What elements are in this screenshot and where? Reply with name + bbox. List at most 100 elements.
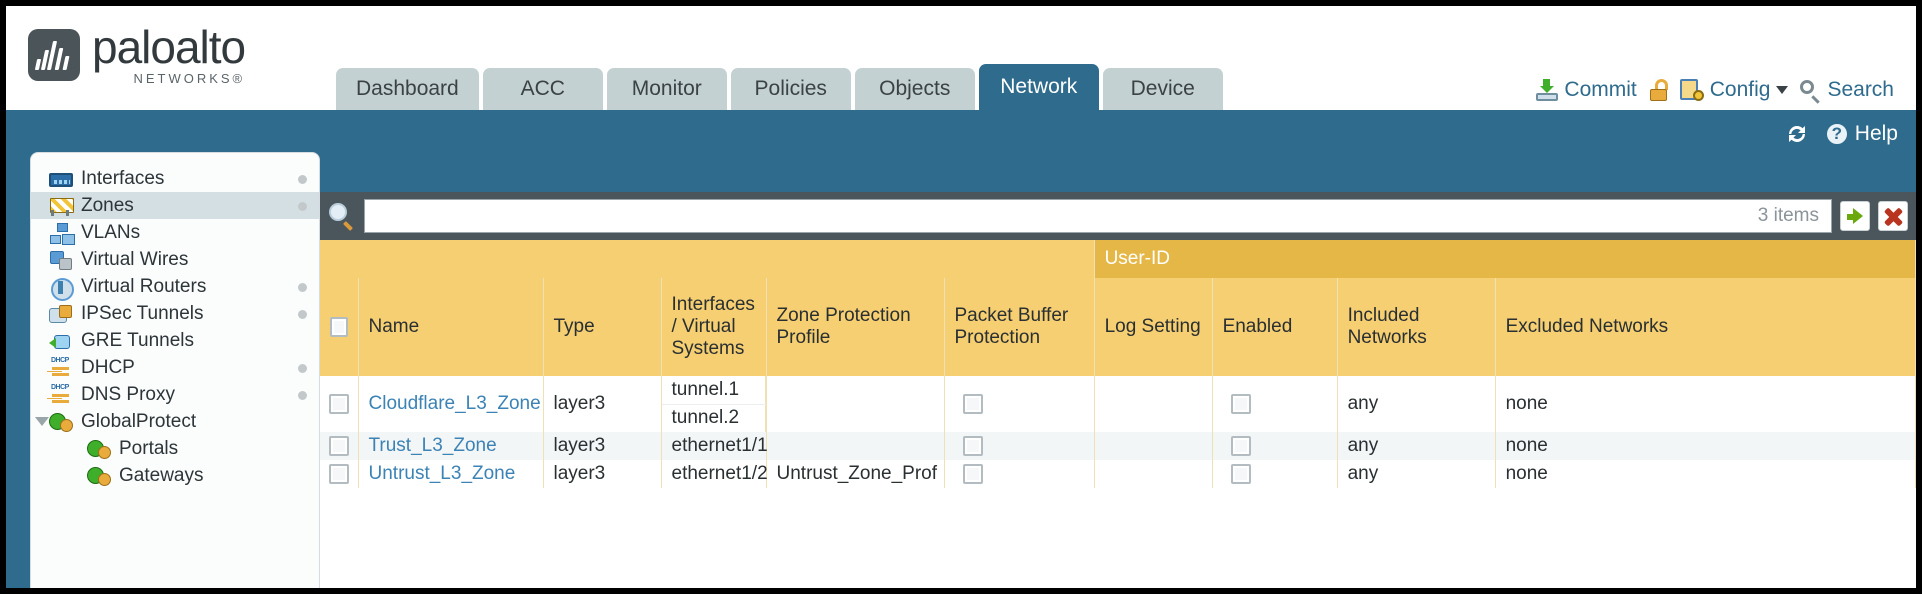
sidebar-item-interfaces[interactable]: Interfaces xyxy=(31,165,319,192)
sidebar-item-label: Zones xyxy=(81,194,134,216)
row-select-cell xyxy=(320,432,359,460)
column-header-enabled[interactable]: Enabled xyxy=(1212,278,1338,376)
cell-zone-protection-profile xyxy=(766,432,945,460)
tab-dashboard[interactable]: Dashboard xyxy=(336,68,479,110)
sidebar-item-dns-proxy[interactable]: DNS Proxy xyxy=(31,381,319,408)
zones-table: User-ID Name Type Interfaces / Virtual S… xyxy=(320,240,1916,488)
sidebar-item-label: Virtual Wires xyxy=(81,248,189,270)
sidebar-item-vlans[interactable]: VLANs xyxy=(31,219,319,246)
cell-zone-protection-profile xyxy=(766,376,945,432)
interface-entry: ethernet1/1 xyxy=(661,432,779,460)
search-magnifier-icon[interactable] xyxy=(328,202,356,231)
userid-enabled-checkbox[interactable] xyxy=(1230,436,1251,456)
tab-monitor[interactable]: Monitor xyxy=(606,68,727,110)
column-header-name[interactable]: Name xyxy=(358,278,544,376)
dns-proxy-icon xyxy=(49,384,73,405)
row-checkbox[interactable] xyxy=(328,464,349,484)
userid-enabled-checkbox[interactable] xyxy=(1230,394,1251,414)
packet-buffer-protection-checkbox[interactable] xyxy=(962,464,983,484)
column-header-included-networks[interactable]: Included Networks xyxy=(1337,278,1496,376)
sidebar-item-virtual-routers[interactable]: Virtual Routers xyxy=(31,273,319,301)
column-header-excluded-networks[interactable]: Excluded Networks xyxy=(1495,278,1916,376)
row-select-cell xyxy=(320,376,359,432)
sidebar-item-label: DNS Proxy xyxy=(81,383,175,405)
sidebar-item-indicator-dot xyxy=(298,364,307,373)
search-button[interactable]: Search xyxy=(1800,78,1894,104)
column-header-type[interactable]: Type xyxy=(543,278,662,376)
row-checkbox[interactable] xyxy=(328,394,349,414)
search-input[interactable]: 3 items xyxy=(364,199,1832,233)
column-header-packet-buffer-protection[interactable]: Packet Buffer Protection xyxy=(944,278,1095,376)
virtual-routers-icon xyxy=(49,277,74,301)
column-header-log-setting[interactable]: Log Setting xyxy=(1094,278,1213,376)
sidebar-item-gateways[interactable]: Gateways xyxy=(31,462,319,489)
sidebar-item-label: Portals xyxy=(119,437,179,459)
sidebar-item-ipsec-tunnels[interactable]: IPSec Tunnels xyxy=(31,300,319,327)
sidebar-item-label: GRE Tunnels xyxy=(81,329,194,351)
sidebar-item-label: Gateways xyxy=(119,464,204,486)
sidebar-item-gre-tunnels[interactable]: GRE Tunnels xyxy=(31,327,319,354)
tab-objects[interactable]: Objects xyxy=(854,68,975,110)
cell-excluded-networks: none xyxy=(1495,376,1916,432)
table-search-row: 3 items xyxy=(320,192,1916,240)
config-wrench-icon xyxy=(1679,79,1704,101)
sidebar-item-virtual-wires[interactable]: Virtual Wires xyxy=(31,246,319,273)
tab-acc[interactable]: ACC xyxy=(482,68,603,110)
ipsec-tunnels-icon xyxy=(49,304,73,324)
cell-userid-enabled xyxy=(1212,460,1338,488)
sidebar-item-indicator-dot xyxy=(298,175,307,184)
interfaces-icon xyxy=(49,173,73,187)
tab-policies[interactable]: Policies xyxy=(730,68,851,110)
select-all-checkbox[interactable] xyxy=(330,317,348,337)
apply-filter-button[interactable] xyxy=(1840,201,1870,231)
help-button[interactable]: ? Help xyxy=(1824,122,1898,146)
interface-entry: tunnel.2 xyxy=(661,404,766,432)
select-all-header xyxy=(320,278,359,376)
zone-name-link[interactable]: Untrust_L3_Zone xyxy=(368,463,516,484)
commit-label: Commit xyxy=(1564,78,1637,101)
search-magnifier-icon xyxy=(1800,79,1821,104)
column-header-interfaces[interactable]: Interfaces / Virtual Systems xyxy=(661,278,767,376)
row-checkbox[interactable] xyxy=(328,436,349,456)
sidebar-item-portals[interactable]: Portals xyxy=(31,435,319,462)
sidebar-item-indicator-dot xyxy=(298,202,307,211)
lock-button[interactable] xyxy=(1649,79,1668,101)
cell-packet-buffer-protection xyxy=(944,376,1095,432)
clear-filter-button[interactable] xyxy=(1878,201,1908,231)
config-menu-button[interactable]: Config xyxy=(1679,78,1789,102)
zone-name-link[interactable]: Trust_L3_Zone xyxy=(368,435,497,456)
userid-enabled-checkbox[interactable] xyxy=(1230,464,1251,484)
sidebar-item-globalprotect[interactable]: GlobalProtect xyxy=(31,408,319,435)
packet-buffer-protection-checkbox[interactable] xyxy=(962,436,983,456)
vlans-icon xyxy=(49,222,73,244)
sidebar-item-label: DHCP xyxy=(81,356,135,378)
zone-name-link[interactable]: Cloudflare_L3_Zone xyxy=(368,393,541,414)
sidebar-item-label: Virtual Routers xyxy=(81,275,207,297)
group-header-userid: User-ID xyxy=(1094,240,1916,278)
sidebar-item-indicator-dot xyxy=(298,310,307,319)
commit-button[interactable]: Commit xyxy=(1536,78,1637,102)
commit-download-icon xyxy=(1536,79,1559,101)
cell-excluded-networks: none xyxy=(1495,432,1916,460)
brand-subtitle: NETWORKS® xyxy=(133,71,246,86)
sidebar-item-dhcp[interactable]: DHCP xyxy=(31,354,319,381)
tab-device[interactable]: Device xyxy=(1102,68,1223,110)
cell-name: Cloudflare_L3_Zone xyxy=(358,376,544,432)
row-select-cell xyxy=(320,460,359,488)
sub-header-strip: ? Help xyxy=(6,110,1916,164)
refresh-icon[interactable] xyxy=(1785,122,1809,146)
cell-packet-buffer-protection xyxy=(944,432,1095,460)
packet-buffer-protection-checkbox[interactable] xyxy=(962,394,983,414)
padlock-unlocked-icon xyxy=(1649,79,1668,101)
tab-network[interactable]: Network xyxy=(978,64,1099,110)
sidebar-item-zones[interactable]: Zones xyxy=(31,192,319,219)
expander-triangle-icon[interactable] xyxy=(35,417,49,426)
column-header-zone-protection-profile[interactable]: Zone Protection Profile xyxy=(766,278,945,376)
cell-type: layer3 xyxy=(543,376,662,432)
